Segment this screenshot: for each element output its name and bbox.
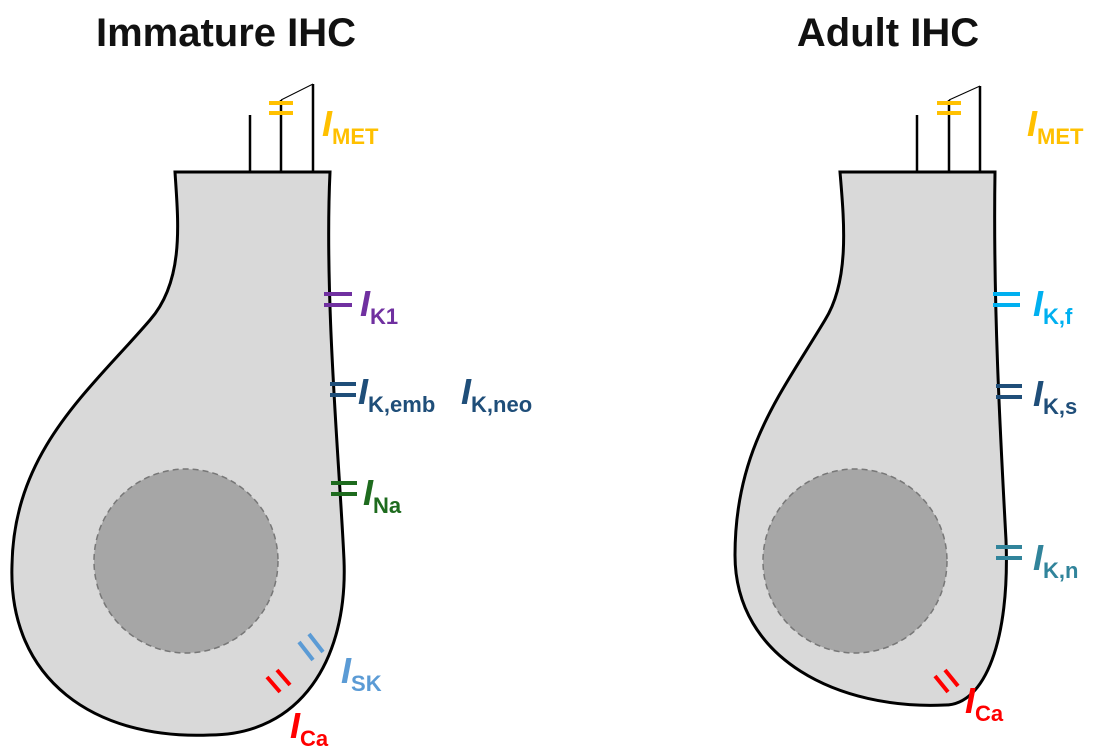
immature-na-label: INa	[363, 472, 402, 518]
adult-met-label: IMET	[1027, 103, 1084, 149]
adult-ihc-panel: Adult IHC	[735, 11, 1084, 726]
immature-k-emb-label: IK,emb	[358, 371, 435, 417]
adult-k-f-label: IK,f	[1033, 283, 1073, 329]
adult-nucleus	[763, 469, 947, 653]
adult-k-s-label: IK,s	[1033, 373, 1077, 419]
immature-title: Immature IHC	[96, 11, 356, 55]
immature-k1-label: IK1	[360, 283, 398, 329]
immature-ca-label: ICa	[290, 705, 329, 749]
immature-sk-label: ISK	[341, 650, 382, 696]
immature-met-label: IMET	[322, 103, 379, 149]
immature-stereocilia	[250, 84, 313, 172]
adult-stereocilia	[917, 86, 980, 172]
immature-nucleus	[94, 469, 278, 653]
adult-title: Adult IHC	[797, 11, 979, 55]
adult-ca-label: ICa	[965, 680, 1004, 726]
immature-k-neo-label: IK,neo	[461, 371, 532, 417]
immature-ihc-panel: Immature IHC	[12, 11, 532, 749]
adult-k-n-label: IK,n	[1033, 537, 1078, 583]
